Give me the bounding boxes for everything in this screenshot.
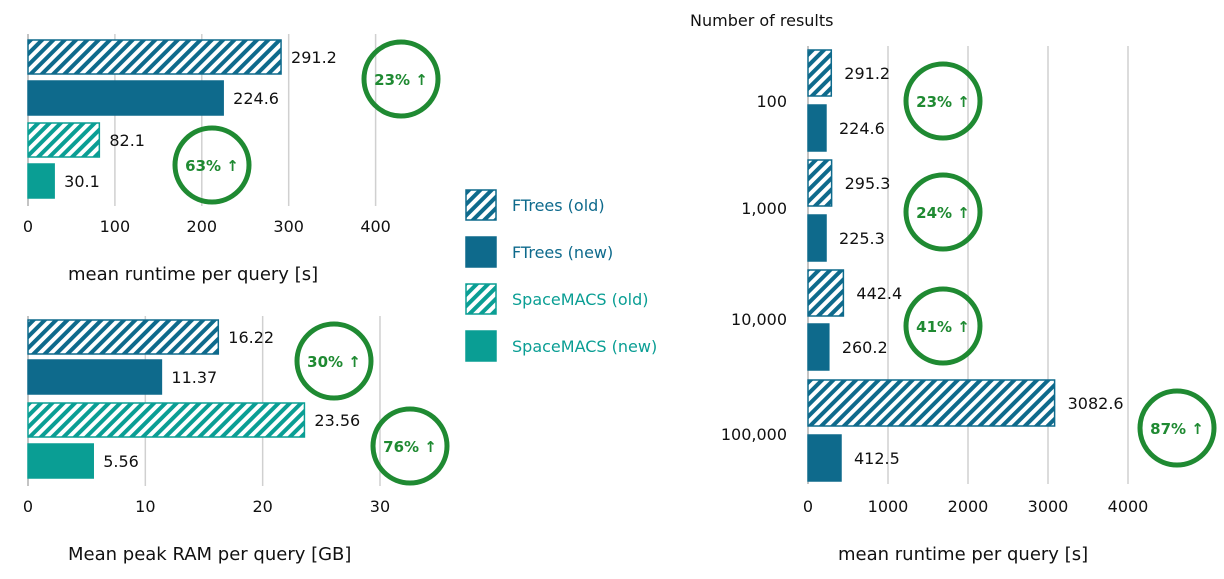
legend-swatch [465, 330, 497, 362]
bar [27, 122, 101, 158]
x-tick-label: 30 [370, 497, 390, 516]
improvement-badge-label: 23% ↑ [374, 71, 428, 89]
bar [807, 379, 1056, 427]
x-tick-label: 4000 [1108, 497, 1149, 516]
improvement-badge-ring [1137, 388, 1217, 468]
ram-axis-title: Mean peak RAM per query [GB] [68, 544, 351, 565]
data-label: 11.37 [171, 368, 217, 387]
data-label: 16.22 [228, 328, 274, 347]
data-label: 3082.6 [1068, 394, 1124, 413]
improvement-badge-ring [903, 61, 983, 141]
legend-swatch [465, 283, 497, 315]
category-label: 100,000 [721, 425, 787, 444]
category-label: 1,000 [741, 199, 787, 218]
bar [27, 359, 163, 395]
improvement-badge-label: 63% ↑ [185, 157, 239, 175]
improvement-badge-label: 87% ↑ [1150, 420, 1204, 438]
legend-swatch [465, 236, 497, 268]
x-tick-label: 0 [23, 497, 33, 516]
improvement-badge-ring [361, 39, 441, 119]
bar [807, 269, 845, 317]
data-label: 224.6 [839, 119, 885, 138]
legend-label: SpaceMACS (new) [512, 337, 657, 356]
results-chart: 0 1000 2000 3000 4000 100 291.2 224.6 1,000 295.3… [721, 46, 1217, 516]
data-label: 30.1 [64, 172, 100, 191]
legend-label: FTrees (new) [512, 243, 613, 262]
improvement-badge-label: 24% ↑ [916, 204, 970, 222]
bar [27, 443, 94, 479]
improvement-badge-label: 76% ↑ [383, 438, 437, 456]
results-chart-title: Number of results [690, 11, 833, 30]
x-tick-label: 300 [273, 217, 304, 236]
improvement-badge-ring [370, 406, 450, 486]
bar [807, 323, 830, 371]
bar [27, 163, 55, 199]
bar [27, 80, 224, 116]
data-label: 82.1 [109, 131, 145, 150]
runtime-axis-title: mean runtime per query [s] [68, 264, 318, 285]
category-label: 100 [756, 92, 787, 111]
ram-chart: 0 10 20 30 16.22 11.37 23.56 5.56 30% ↑ 76% ↑ [23, 316, 450, 516]
x-tick-label: 1000 [868, 497, 909, 516]
x-tick-label: 0 [803, 497, 813, 516]
data-label: 225.3 [839, 229, 885, 248]
data-label: 291.2 [291, 48, 337, 67]
bar [807, 214, 827, 262]
data-label: 295.3 [845, 174, 891, 193]
improvement-badge-label: 41% ↑ [916, 318, 970, 336]
data-label: 224.6 [233, 89, 279, 108]
x-tick-label: 20 [252, 497, 272, 516]
bar [807, 434, 842, 482]
legend: FTrees (old) FTrees (new) SpaceMACS (old) S… [465, 189, 657, 362]
bar [807, 49, 833, 97]
results-axis-title: mean runtime per query [s] [838, 544, 1088, 565]
x-tick-label: 2000 [948, 497, 989, 516]
legend-label: FTrees (old) [512, 196, 605, 215]
x-tick-label: 200 [187, 217, 218, 236]
legend-swatch [465, 189, 497, 221]
improvement-badge-ring [172, 125, 252, 205]
improvement-badge-label: 23% ↑ [916, 93, 970, 111]
bar [27, 402, 306, 438]
improvement-badge-ring [294, 321, 374, 401]
improvement-badge-ring [903, 172, 983, 252]
x-tick-label: 0 [23, 217, 33, 236]
bar [27, 319, 220, 355]
improvement-badge-ring [903, 286, 983, 366]
legend-label: SpaceMACS (old) [512, 290, 649, 309]
bar [27, 39, 282, 75]
category-label: 10,000 [731, 310, 787, 329]
runtime-chart: 0 100 200 300 400 291.2 224.6 82.1 30.1 23% ↑ 63% … [23, 34, 441, 236]
improvement-badge-label: 30% ↑ [307, 353, 361, 371]
data-label: 291.2 [844, 64, 890, 83]
data-label: 5.56 [103, 452, 139, 471]
data-label: 412.5 [854, 449, 900, 468]
x-tick-label: 3000 [1028, 497, 1069, 516]
bar [807, 159, 833, 207]
data-label: 23.56 [314, 411, 360, 430]
bar [807, 104, 827, 152]
x-tick-label: 400 [360, 217, 391, 236]
data-label: 260.2 [842, 338, 888, 357]
x-tick-label: 100 [100, 217, 131, 236]
data-label: 442.4 [856, 284, 902, 303]
x-tick-label: 10 [135, 497, 155, 516]
